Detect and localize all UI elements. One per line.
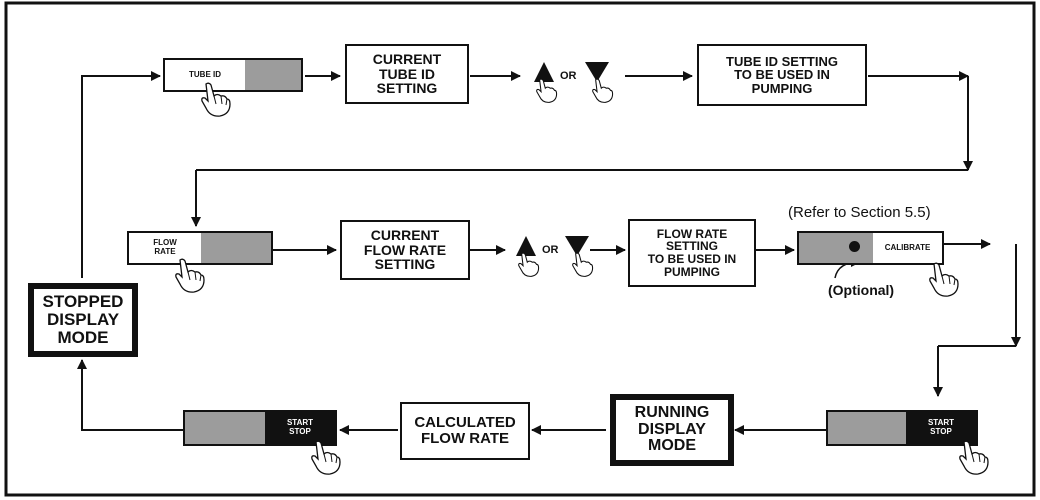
refer-section-note: (Refer to Section 5.5) — [788, 204, 931, 221]
or-label: OR — [542, 244, 559, 256]
pointing-hand-icon — [572, 252, 594, 277]
down-arrow-key-icon[interactable] — [585, 62, 609, 82]
pointing-hand-icon — [592, 78, 614, 103]
calibrate-key[interactable]: CALIBRATE — [797, 231, 944, 265]
pointing-hand-icon — [518, 252, 540, 277]
pointing-hand-icon — [175, 258, 205, 293]
or-label: OR — [560, 70, 577, 82]
indicator-dot — [849, 241, 860, 252]
up-arrow-key-icon[interactable] — [534, 62, 554, 82]
pointing-hand-icon — [201, 82, 231, 117]
pointing-hand-icon — [311, 440, 341, 475]
pointing-hand-icon — [536, 78, 558, 103]
pointing-hand-icon — [929, 262, 959, 297]
pointing-hand-icon — [959, 440, 989, 475]
tube-id-key[interactable]: TUBE ID — [163, 58, 303, 92]
up-arrow-key-icon[interactable] — [516, 236, 536, 256]
outer-frame — [4, 1, 1036, 497]
down-arrow-key-icon[interactable] — [565, 236, 589, 256]
calibrate-key-label: CALIBRATE — [873, 233, 942, 263]
tube-id-key-label: TUBE ID — [165, 60, 245, 90]
optional-note: (Optional) — [828, 282, 895, 298]
